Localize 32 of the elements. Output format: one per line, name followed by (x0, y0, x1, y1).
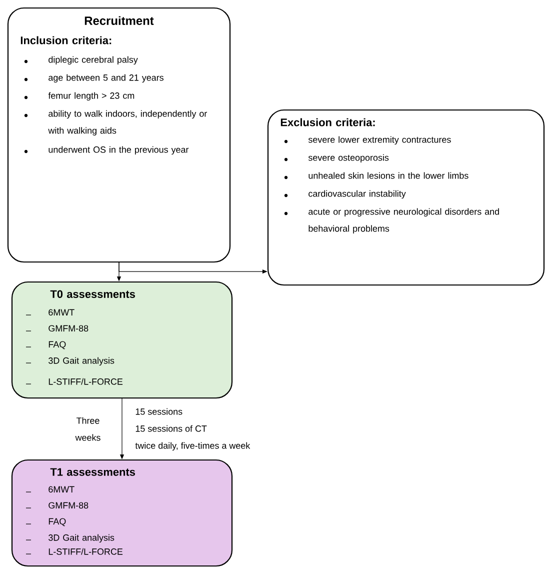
exclusion-box (267, 109, 545, 286)
list-item: 3D Gait analysis (26, 357, 114, 366)
list-item: diplegic cerebral palsy (24, 56, 138, 65)
note-text: 15 sessions (136, 408, 182, 415)
list-item: 6MWT (26, 309, 74, 316)
box-title: Recruitment (84, 16, 154, 25)
list-item: underwent OS in the previous year (24, 146, 189, 155)
recruitment-box (7, 7, 231, 263)
box-heading: Inclusion criteria: (20, 36, 112, 44)
list-item: 3D Gait analysis (26, 534, 114, 543)
list-item: GMFM-88 (26, 502, 88, 509)
assessment-box (11, 281, 233, 399)
list-item: L-STIFF/L-FORCE (26, 378, 123, 385)
list-item: acute or progressive neurological disorders and behavioral problems (284, 208, 499, 234)
box-heading: T0 assessments (50, 290, 136, 298)
list-item: severe osteoporosis (284, 154, 389, 163)
box-heading: Exclusion criteria: (280, 118, 375, 126)
assessment-box (11, 459, 233, 567)
list-item: severe lower extremity contractures (284, 136, 451, 145)
note-text: 15 sessions of CT (136, 425, 207, 432)
list-item: FAQ (26, 341, 66, 350)
list-item: cardiovascular instability (284, 190, 406, 199)
list-item: FAQ (26, 518, 66, 526)
note-text: twice daily, five-times a week (135, 442, 250, 451)
list-item: 6MWT (26, 486, 74, 493)
list-item: unhealed skin lesions in the lower limbs (284, 172, 468, 180)
edge-label: Three weeks (65, 416, 111, 442)
box-heading: T1 assessments (50, 468, 136, 476)
list-item: femur length > 23 cm (24, 92, 134, 101)
list-item: L-STIFF/L-FORCE (26, 548, 123, 555)
list-item: age between 5 and 21 years (24, 74, 164, 83)
list-item: GMFM-88 (26, 325, 88, 332)
